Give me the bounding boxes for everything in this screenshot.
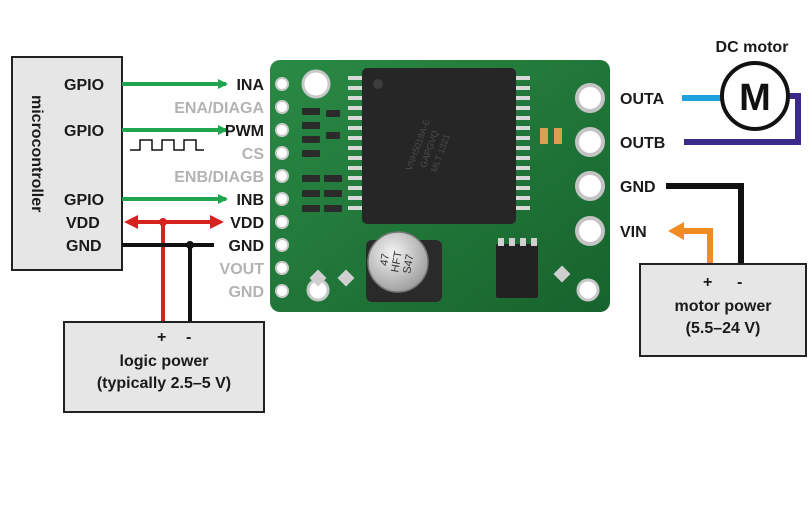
terminal-outa [575,83,605,113]
terminal-gnd [575,171,605,201]
header-pin [275,261,289,275]
mcu-pin-vdd: VDD [66,215,100,232]
ic-pin1-dot [373,79,383,89]
pin-label-inb: INB [236,192,264,209]
smd-led [554,128,562,144]
motor-power-gnd-wire [666,183,744,264]
pin-label-outb: OUTB [620,135,665,152]
vdd-arrowhead-right [210,215,224,229]
vin-wire [682,228,713,264]
diamond-pad [309,269,327,287]
smd-led [540,128,548,144]
motor-symbol: M [739,77,771,119]
capacitor-marking-3: S47 [401,253,416,274]
header-pin [275,169,289,183]
electrolytic-capacitor: 47 HFT S47 [366,231,442,302]
vdd-arrowhead-left [124,215,138,229]
pin-label-ina: INA [236,77,264,94]
ic-pins [348,76,530,210]
motor-title: DC motor [716,39,789,56]
diamond-pad [553,265,571,283]
header-pin [275,123,289,137]
mcu-pin-gnd: GND [66,238,102,255]
header-pin [275,238,289,252]
board-left-pin-labels: INA ENA/DIAGA PWM CS ENB/DIAGB INB VDD G… [174,77,264,301]
logic-power-plus: + [157,329,166,346]
logic-power-minus: - [186,329,191,346]
ic-body [362,68,516,224]
header-pin [275,100,289,114]
terminal-outb [575,127,605,157]
pin-label-ena-diaga: ENA/DIAGA [174,100,264,117]
capacitor-marking-1: 47 [378,253,392,267]
outb-wire [684,93,801,145]
pin-label-cs: CS [242,146,265,163]
motor-power-range: (5.5–24 V) [686,320,761,337]
mcu-pin-gpio-1: GPIO [64,77,104,94]
header-pin [275,284,289,298]
mcu-pin-gpio-3: GPIO [64,192,104,209]
mosfet [496,238,538,298]
right-terminals [575,83,605,246]
header-pin [275,215,289,229]
pin-label-gnd: GND [228,238,264,255]
vin-arrowhead [668,222,684,240]
header-pin [275,146,289,160]
pin-label-pwm: PWM [225,123,264,140]
mounting-hole [576,278,600,302]
pin-label-vdd: VDD [230,215,264,232]
mounting-hole [301,69,331,99]
capacitor-marking-2: HFT [389,250,405,273]
mcu-pin-gpio-2: GPIO [64,123,104,140]
terminal-vin [575,216,605,246]
pwm-waveform-icon [130,139,204,151]
pin-label-gnd-2: GND [228,284,264,301]
driver-ic: VNH5019A-E GAPGVQ MLT 1321 [348,68,530,224]
microcontroller-box [11,56,123,271]
microcontroller-title: microcontroller [28,95,45,212]
logic-power-box [63,321,265,413]
logic-power-range: (typically 2.5–5 V) [97,375,231,392]
pin-label-vin: VIN [620,224,647,241]
motor-power-box [639,263,807,357]
diamond-pad [337,269,355,287]
pin-label-outa: OUTA [620,91,665,108]
pin-label-enb-diagb: ENB/DIAGB [174,169,264,186]
motor-power-minus: - [737,274,742,291]
logic-power-title: logic power [120,353,209,370]
left-header [275,77,289,298]
header-pin [275,192,289,206]
motor-driver-board: VNH5019A-E GAPGVQ MLT 1321 47 HFT S47 [270,60,610,312]
smd-components [302,108,342,212]
pin-label-vout: VOUT [220,261,265,278]
dc-motor-icon [720,61,790,131]
pin-label-gnd-right: GND [620,179,656,196]
motor-power-plus: + [703,274,712,291]
motor-power-title: motor power [675,298,772,315]
header-pin [275,77,289,91]
